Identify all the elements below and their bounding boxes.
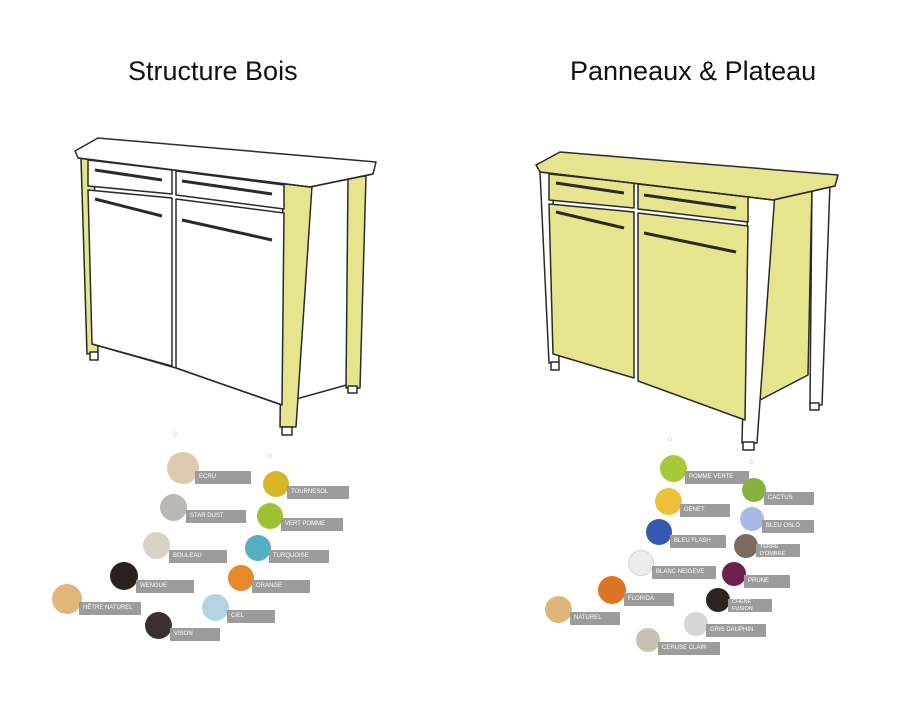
swatch-label: ORANGE <box>252 580 310 593</box>
cabinet-right-door-1 <box>548 203 635 379</box>
droplet-icon: ⁘ <box>172 430 181 440</box>
swatch-label: BOULEAU <box>169 550 227 563</box>
swatch-dot <box>110 562 138 590</box>
title-panneaux-plateau: Panneaux & Plateau <box>570 56 817 86</box>
swatch-label: PRUNE <box>744 575 790 588</box>
droplet-icon: ⁘ <box>748 458 757 468</box>
swatch-dot <box>598 576 626 604</box>
swatch-dot <box>160 494 187 521</box>
swatch-label: CIEL <box>227 610 275 623</box>
swatch-dot <box>228 565 254 591</box>
swatch-label: HÊTRE NATUREL <box>79 602 141 615</box>
cabinet-left-door-1 <box>87 189 173 367</box>
swatch-label: GENET <box>680 504 730 517</box>
swatch-dot <box>143 532 170 559</box>
swatch-dot <box>263 471 289 497</box>
swatch-dot <box>636 628 660 652</box>
swatch-dot <box>167 452 199 484</box>
swatch-label: BLEU FLASH <box>670 535 726 548</box>
swatch-dot <box>545 596 572 623</box>
swatch-dot <box>722 562 746 586</box>
swatch-label: ECRU <box>195 471 251 484</box>
swatch-label: TERRE D'OMBRE <box>756 544 800 557</box>
swatch-label: TOURNESOL <box>287 486 349 499</box>
swatch-label: NATUREL <box>570 612 620 625</box>
cabinet-right-door-2 <box>637 212 749 421</box>
swatch-label: GRIS DAUPHIN <box>706 624 766 637</box>
swatch-dot <box>740 507 764 531</box>
swatch-label: FLORIDA <box>624 593 674 606</box>
swatch-dot <box>655 488 682 515</box>
swatch-label: CHÊNE FUSION <box>728 599 772 612</box>
swatch-dot <box>684 612 708 636</box>
droplet-icon: ⁘ <box>666 435 675 445</box>
title-structure-bois: Structure Bois <box>128 56 298 86</box>
swatch-label: TURQUOISE <box>269 550 329 563</box>
swatch-label: CERUSE CLAIR <box>658 642 720 655</box>
cabinet-left-drawer-2 <box>175 170 285 210</box>
swatch-dot <box>257 503 283 529</box>
swatch-dot <box>145 612 172 639</box>
swatch-dot <box>628 550 654 576</box>
swatch-label: STAR DUST <box>186 510 246 523</box>
swatch-label: VISON <box>170 628 220 641</box>
swatch-label: POMME VERTE <box>685 471 749 484</box>
swatch-label: WENGUE <box>136 580 194 593</box>
swatch-dot <box>646 519 672 545</box>
swatch-dot <box>742 478 766 502</box>
swatch-dot <box>245 535 271 561</box>
swatch-dot <box>706 588 730 612</box>
swatch-dot <box>202 594 229 621</box>
swatch-dot <box>660 455 687 482</box>
swatch-label: BLANC NEIGEVE <box>652 566 716 579</box>
swatch-dot <box>52 584 82 614</box>
swatch-label: VERT POMME <box>281 518 343 531</box>
swatch-label: CACTUS <box>764 492 814 505</box>
swatch-dot <box>734 534 758 558</box>
swatch-label: BLEU OSLO <box>762 520 814 533</box>
cabinet-right-back-leg <box>809 183 831 406</box>
droplet-icon: ⁘ <box>266 452 275 462</box>
